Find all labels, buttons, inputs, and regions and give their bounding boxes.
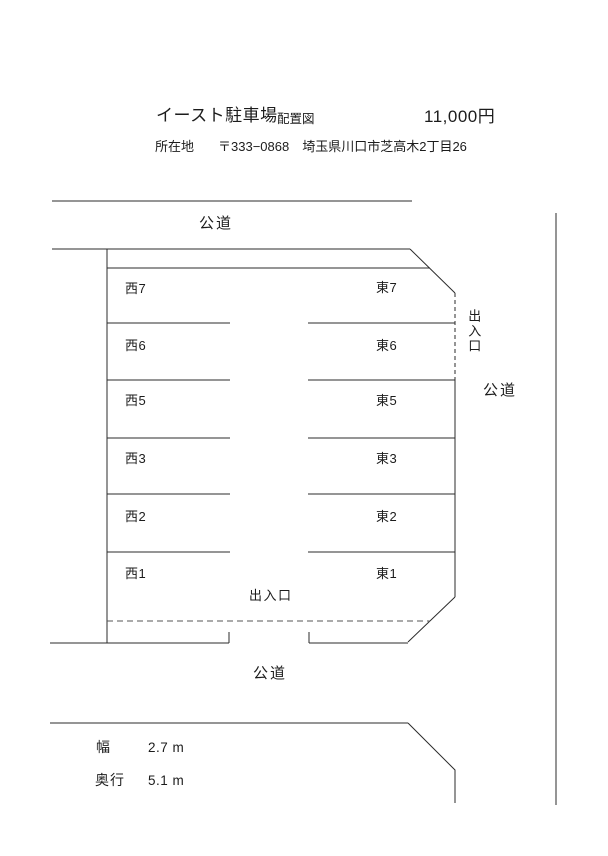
address-text: 埼玉県川口市芝高木2丁目26 <box>302 139 467 154</box>
depth-value: 5.1 m <box>148 773 185 788</box>
road-label-right: 公道 <box>483 382 518 399</box>
width-value: 2.7 m <box>148 740 185 755</box>
property-boundary <box>50 248 456 644</box>
entrance-label-right: 出入口 <box>466 309 482 354</box>
address-line: 所在地 〒333−0868 埼玉県川口市芝高木2丁目26 <box>155 139 467 154</box>
entrance-label-bottom: 出入口 <box>249 588 293 603</box>
location-label: 所在地 <box>155 139 195 154</box>
stall-label-east-7: 東7 <box>376 280 398 295</box>
price-text: 11,000円 <box>424 107 496 126</box>
stall-label-east-5: 東5 <box>376 393 398 408</box>
road-label-top: 公道 <box>199 215 234 232</box>
road-label-bottom: 公道 <box>253 665 288 682</box>
stall-label-west-5: 西5 <box>125 393 147 408</box>
road-lines <box>50 200 557 805</box>
page-subtitle: 配置図 <box>277 112 315 126</box>
stall-divider-lines <box>107 267 455 622</box>
stall-label-west-1: 西1 <box>125 566 147 581</box>
stall-label-west-6: 西6 <box>125 338 147 353</box>
stall-label-east-3: 東3 <box>376 451 398 466</box>
stall-label-east-6: 東6 <box>376 338 398 353</box>
stall-label-west-7: 西7 <box>125 281 147 296</box>
depth-label: 奥行 <box>95 772 125 788</box>
stall-label-east-2: 東2 <box>376 509 398 524</box>
width-label: 幅 <box>96 739 111 755</box>
stall-label-west-3: 西3 <box>125 451 147 466</box>
lower-block-corner <box>407 722 456 803</box>
stall-label-west-2: 西2 <box>125 509 147 524</box>
postal-code: 〒333−0868 <box>218 139 290 154</box>
page-title: イースト駐車場 <box>156 106 278 125</box>
stall-label-east-1: 東1 <box>376 566 398 581</box>
